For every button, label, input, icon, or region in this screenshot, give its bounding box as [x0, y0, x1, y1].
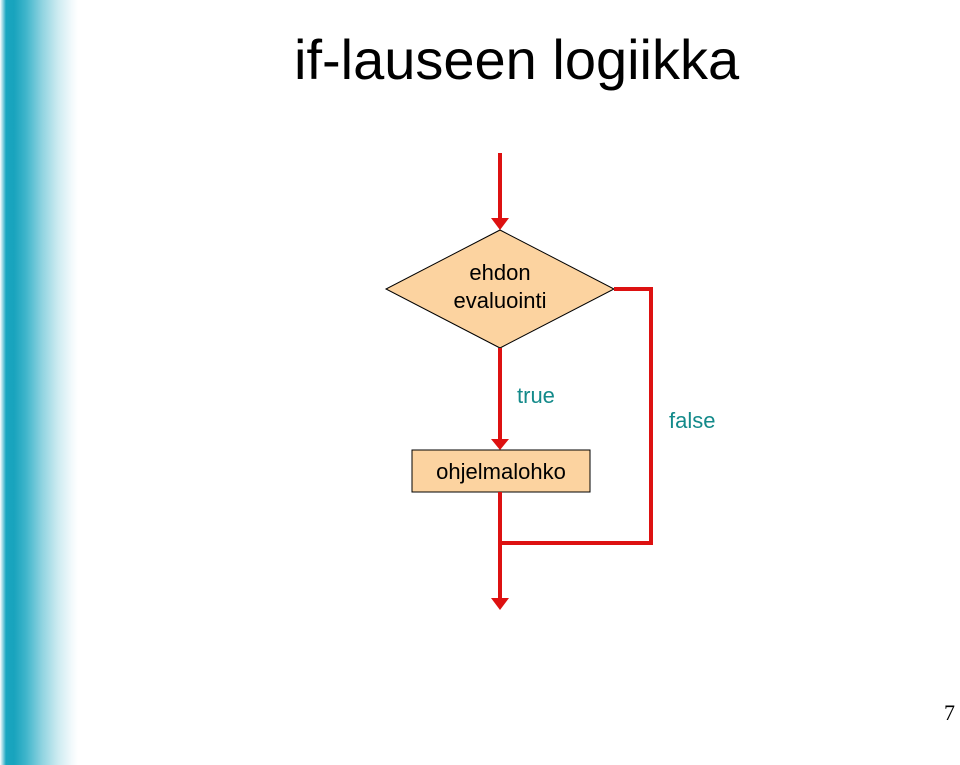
- exit-arrowhead: [491, 598, 509, 610]
- decision-label-line1: ehdon: [469, 260, 530, 285]
- false-branch-line: [500, 287, 653, 545]
- true-branch-arrowhead: [491, 439, 509, 450]
- entry-arrowhead: [491, 218, 509, 230]
- process-label: ohjelmalohko: [436, 459, 566, 484]
- decorative-side-bar: [0, 0, 78, 765]
- slide-title: if-lauseen logiikka: [294, 28, 740, 91]
- slide-number: 7: [944, 700, 955, 725]
- decision-label-line2: evaluointi: [454, 288, 547, 313]
- false-label: false: [669, 408, 715, 433]
- process-box: [411, 449, 591, 493]
- true-label: true: [517, 383, 555, 408]
